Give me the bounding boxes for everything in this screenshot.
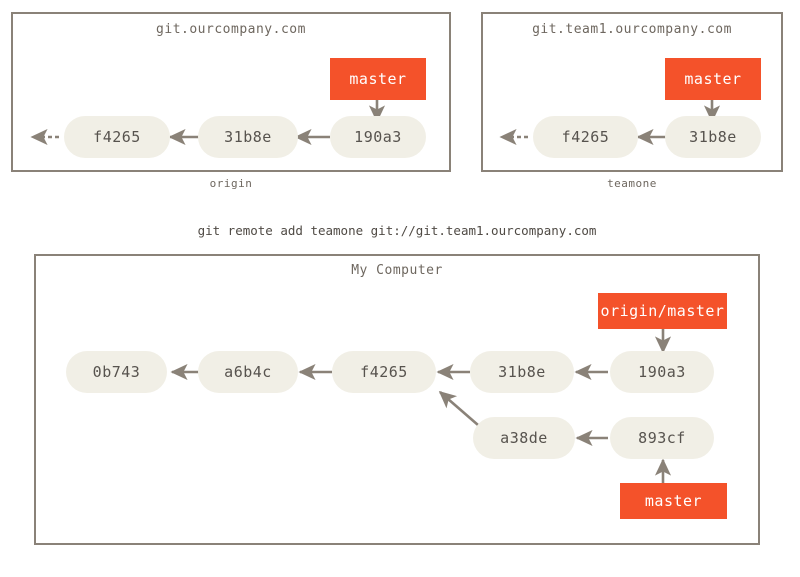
panel-teamone bbox=[481, 12, 783, 172]
commit-node[interactable]: 31b8e bbox=[470, 351, 574, 393]
branch-label[interactable]: master bbox=[620, 483, 727, 519]
commit-node[interactable]: 31b8e bbox=[198, 116, 298, 158]
commit-node[interactable]: f4265 bbox=[533, 116, 638, 158]
panel-origin bbox=[11, 12, 451, 172]
commit-node[interactable]: f4265 bbox=[64, 116, 170, 158]
branch-label[interactable]: master bbox=[330, 58, 426, 100]
panel-my-computer-title: My Computer bbox=[351, 263, 443, 278]
panel-origin-caption: origin bbox=[209, 177, 253, 190]
commit-node[interactable]: 0b743 bbox=[66, 351, 167, 393]
panel-teamone-title: git.team1.ourcompany.com bbox=[532, 22, 732, 37]
panel-my-computer bbox=[34, 254, 760, 545]
command-text: git remote add teamone git://git.team1.o… bbox=[197, 223, 597, 238]
panel-teamone-caption: teamone bbox=[607, 177, 657, 190]
commit-node[interactable]: a6b4c bbox=[198, 351, 298, 393]
commit-node[interactable]: f4265 bbox=[332, 351, 436, 393]
commit-node[interactable]: a38de bbox=[473, 417, 575, 459]
commit-node[interactable]: 190a3 bbox=[330, 116, 426, 158]
branch-label[interactable]: origin/master bbox=[598, 293, 727, 329]
commit-node[interactable]: 31b8e bbox=[665, 116, 761, 158]
commit-node[interactable]: 893cf bbox=[610, 417, 714, 459]
branch-label[interactable]: master bbox=[665, 58, 761, 100]
panel-origin-title: git.ourcompany.com bbox=[156, 22, 306, 37]
commit-node[interactable]: 190a3 bbox=[610, 351, 714, 393]
